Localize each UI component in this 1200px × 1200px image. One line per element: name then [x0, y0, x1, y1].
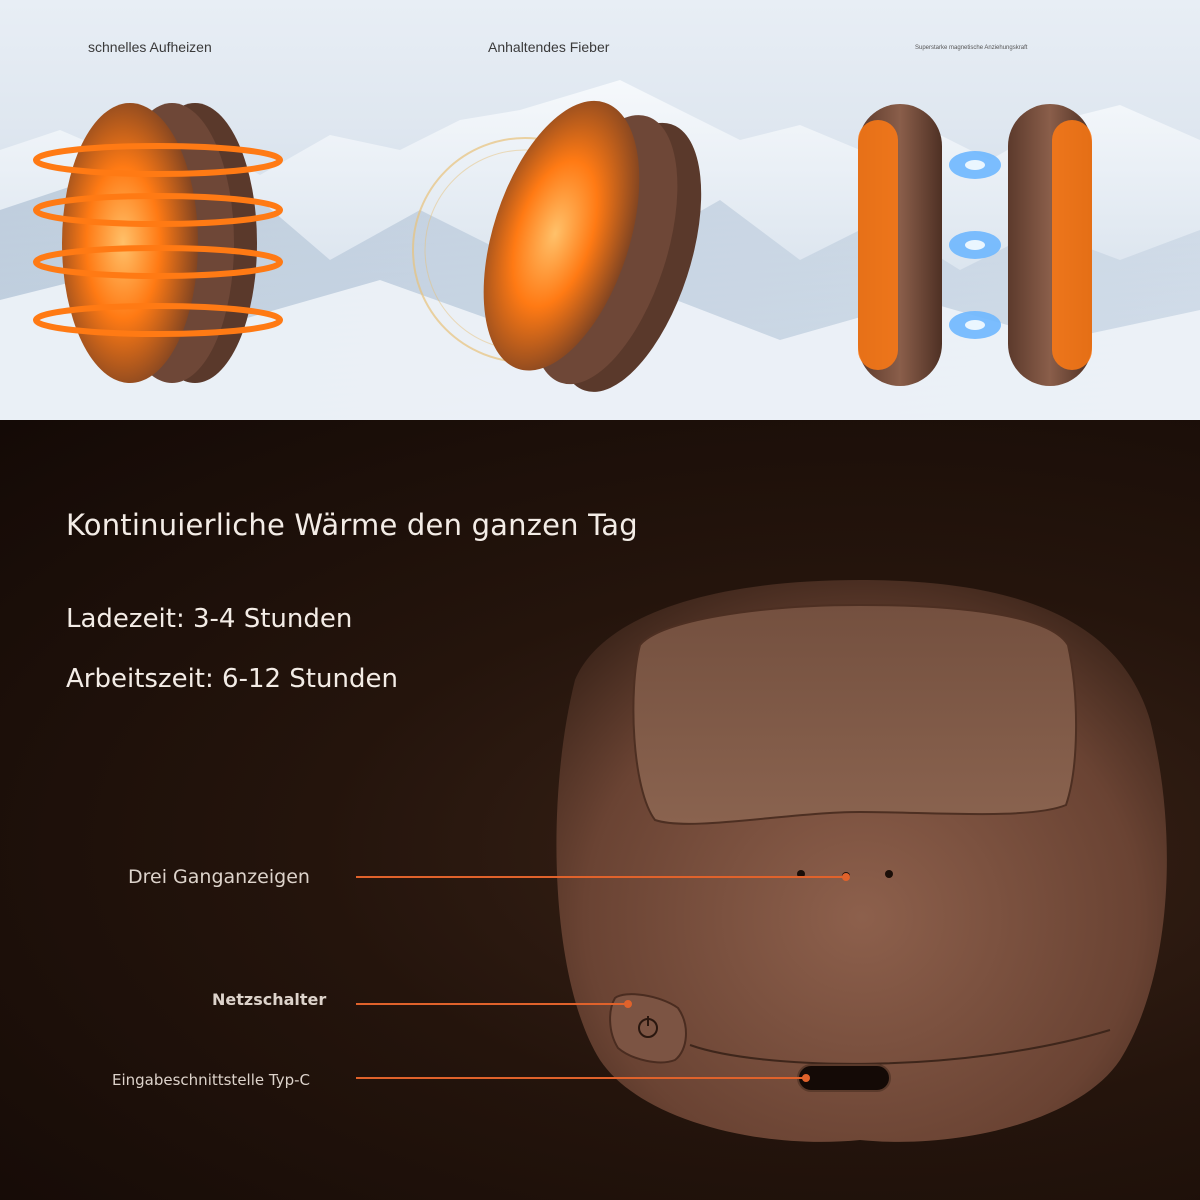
indicator-dot: [885, 870, 893, 878]
callout-indicators: Drei Ganganzeigen: [128, 866, 310, 888]
feature-panel: schnelles Aufheizen Anhaltendes Fieber S…: [0, 0, 1200, 420]
sustained-heat-illustration: [412, 100, 702, 392]
headline: Kontinuierliche Wärme den ganzen Tag: [66, 508, 638, 542]
callout-power-switch: Netzschalter: [212, 990, 327, 1009]
charging-time-spec: Ladezeit: 3-4 Stunden: [66, 604, 353, 634]
caption-sustained-heat: Anhaltendes Fieber: [488, 39, 610, 55]
caption-fast-heating: schnelles Aufheizen: [88, 39, 212, 55]
type-c-port-illustration: [797, 1064, 891, 1092]
callout-type-c-port: Eingabeschnittstelle Typ-C: [112, 1071, 310, 1089]
hand-warmer-device: [356, 580, 1167, 1142]
snowy-mountain-scene: [0, 80, 1200, 420]
working-time-spec: Arbeitszeit: 6-12 Stunden: [66, 664, 398, 694]
caption-magnetic-attraction: Superstarke magnetische Anziehungskraft: [915, 45, 1028, 51]
power-button-illustration: [609, 993, 687, 1064]
product-detail-panel: Kontinuierliche Wärme den ganzen Tag Lad…: [0, 420, 1200, 1200]
magnetic-attraction-illustration: [858, 104, 1092, 386]
heating-device-illustration: [33, 103, 283, 383]
